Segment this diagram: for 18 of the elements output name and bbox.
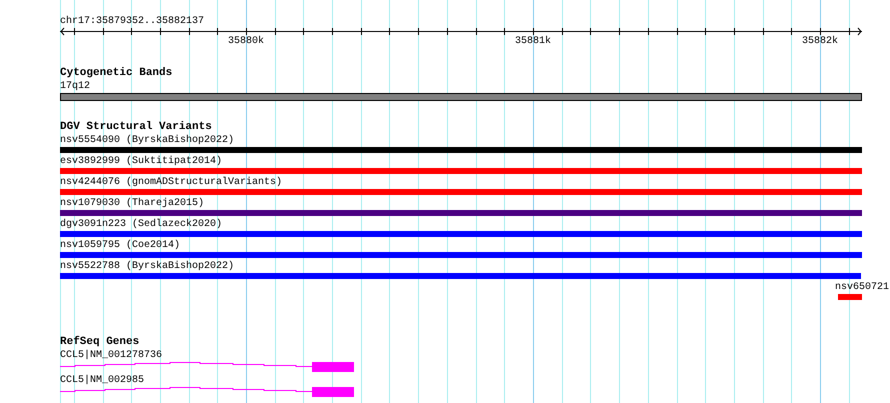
variant-label: nsv5522788 (ByrskaBishop2022) xyxy=(60,261,234,272)
gene-label: CCL5|NM_002985 xyxy=(60,375,144,386)
variant-label: nsv1079030 (Thareja2015) xyxy=(60,198,204,209)
track-title: RefSeq Genes xyxy=(60,337,140,348)
axis-tick-label: 35880k xyxy=(228,36,264,47)
variant-label: esv3892999 (Suktitipat2014) xyxy=(60,156,222,167)
variant-label: nsv5554090 (ByrskaBishop2022) xyxy=(60,135,234,146)
axis-tick-label: 35881k xyxy=(515,36,551,47)
gene-label: CCL5|NM_001278736 xyxy=(60,350,162,361)
track-title: Cytogenetic Bands xyxy=(60,68,172,79)
track-title: DGV Structural Variants xyxy=(60,122,212,133)
variant-label: dgv3091n223 (Sedlazeck2020) xyxy=(60,219,222,230)
axis-tick-label: 35882k xyxy=(802,36,838,47)
variant-label: nsv1059795 (Coe2014) xyxy=(60,240,180,251)
genomic-coordinates: chr17:35879352..35882137 xyxy=(60,16,204,27)
variant-label: nsv650721 xyxy=(835,282,890,293)
variant-label: nsv4244076 (gnomADStructuralVariants) xyxy=(60,177,282,188)
band-label: 17q12 xyxy=(60,81,90,92)
